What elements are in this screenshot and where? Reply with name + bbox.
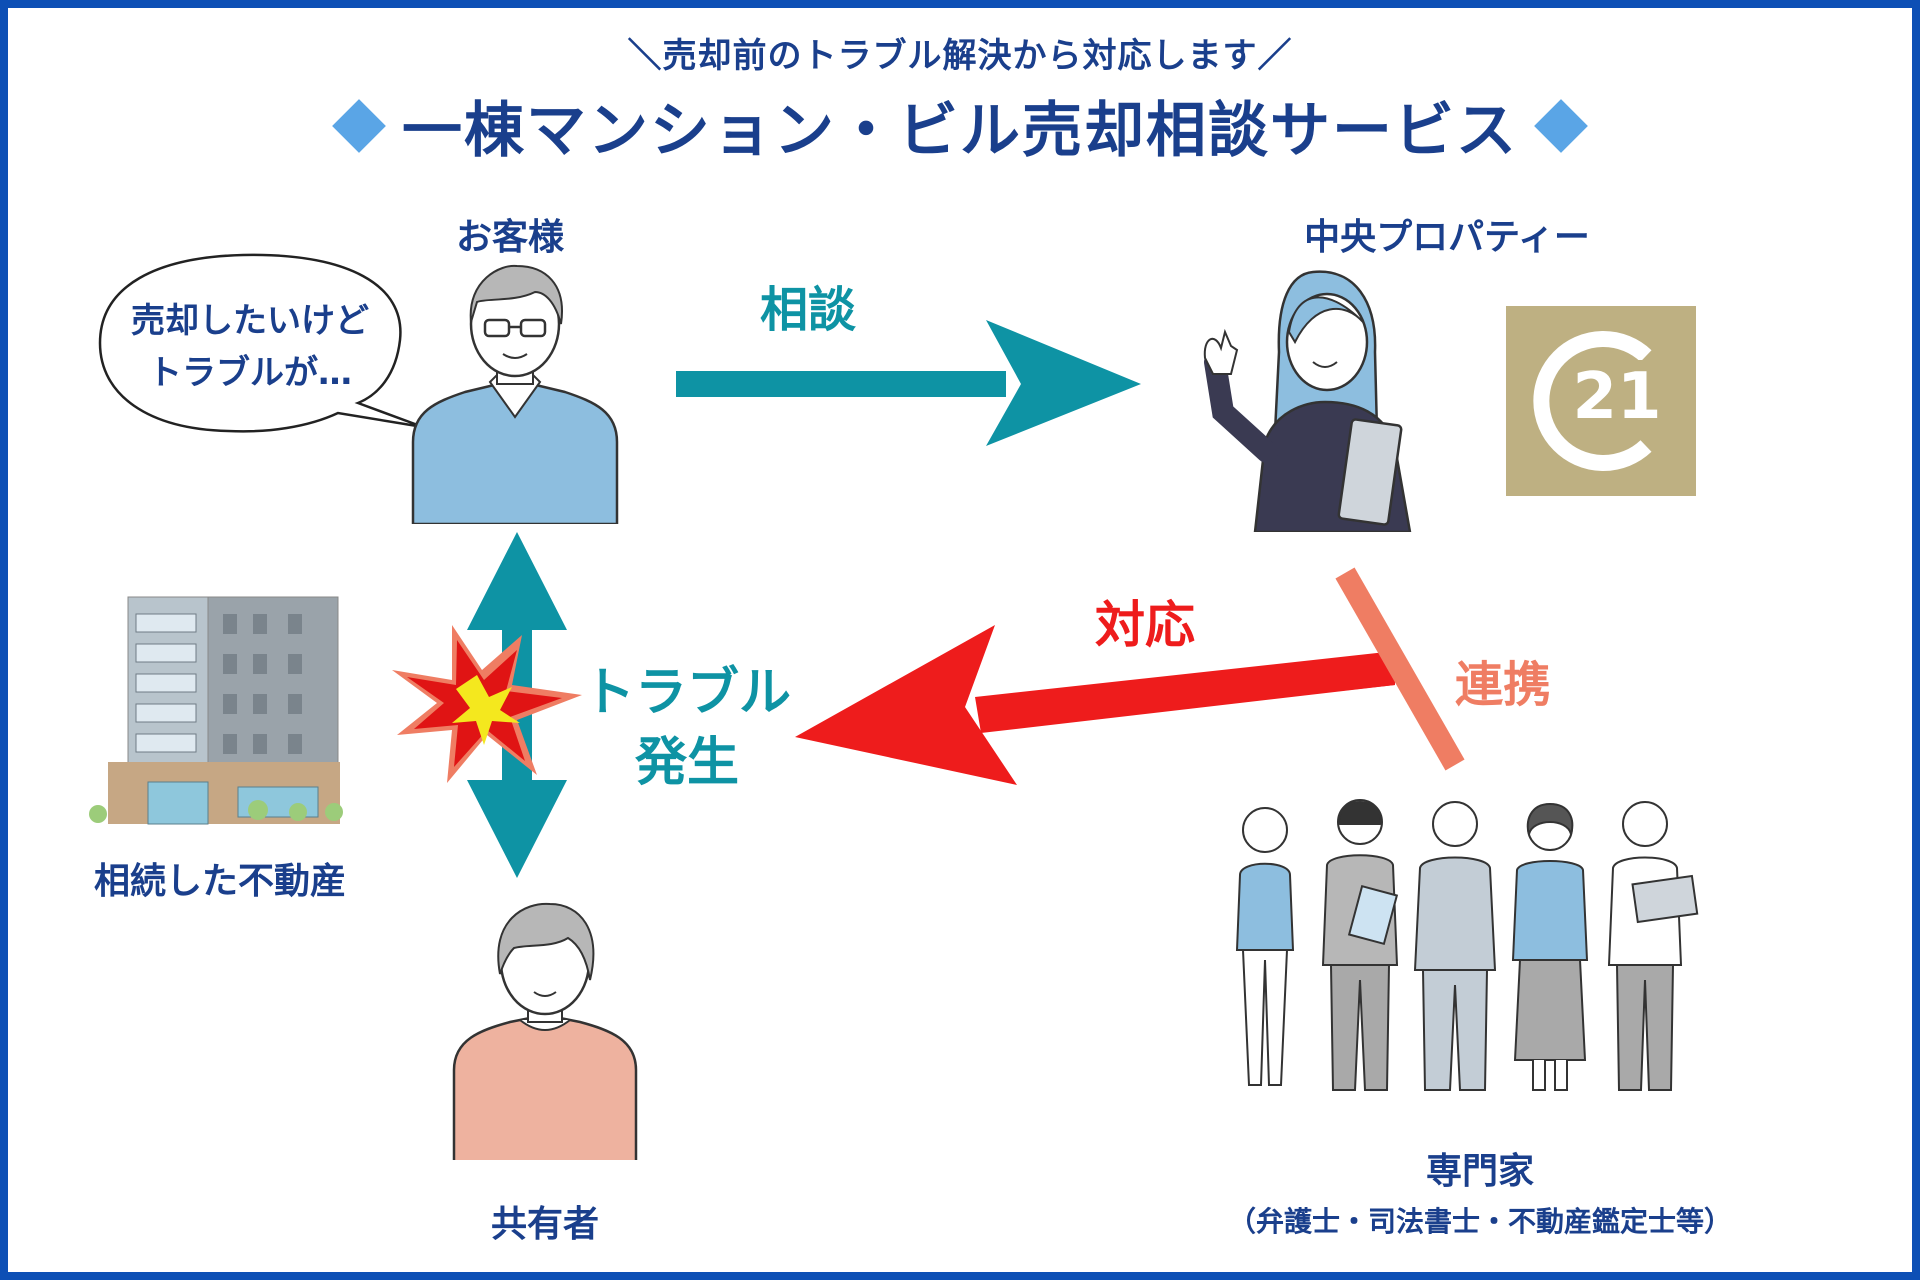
page-title: 一棟マンション・ビル売却相談サービス [402,96,1518,166]
consult-arrow [676,318,1146,448]
experts-figure [1215,790,1700,1110]
page-title-row: 一棟マンション・ビル売却相談サービス [0,82,1920,169]
building-figure [88,592,348,832]
cooperate-line [1325,565,1475,775]
diamond-right-icon [1534,98,1588,153]
company-label: 中央プロパティー [1304,217,1590,258]
bubble-line2: トラブルが… [148,353,352,393]
respond-label: 対応 [1095,596,1195,654]
trouble-label-line2: 発生 [634,733,739,793]
experts-label: 専門家 [1425,1151,1534,1192]
property-label: 相続した不動産 [93,861,346,902]
explosion-icon [392,625,592,785]
co-owner-label: 共有者 [490,1204,599,1245]
subtitle: ＼売却前のトラブル解決から対応します／ [627,36,1293,76]
trouble-label-line1: トラブル [582,663,791,723]
customer-figure [405,262,625,524]
staff-figure [1195,262,1455,532]
customer-label: お客様 [455,217,564,258]
cooperate-label: 連携 [1455,657,1552,713]
co-owner-figure [440,900,650,1160]
speech-bubble [88,245,428,445]
diamond-left-icon [332,98,386,153]
c21-logo [1506,306,1696,496]
bubble-line1: 売却したいけど [131,301,369,341]
experts-detail: （弁護士・司法書士・不動産鑑定士等） [1227,1205,1732,1238]
c21-logo-text: 21 [1572,360,1662,434]
consult-label: 相談 [760,282,857,338]
respond-arrow [795,625,1395,795]
